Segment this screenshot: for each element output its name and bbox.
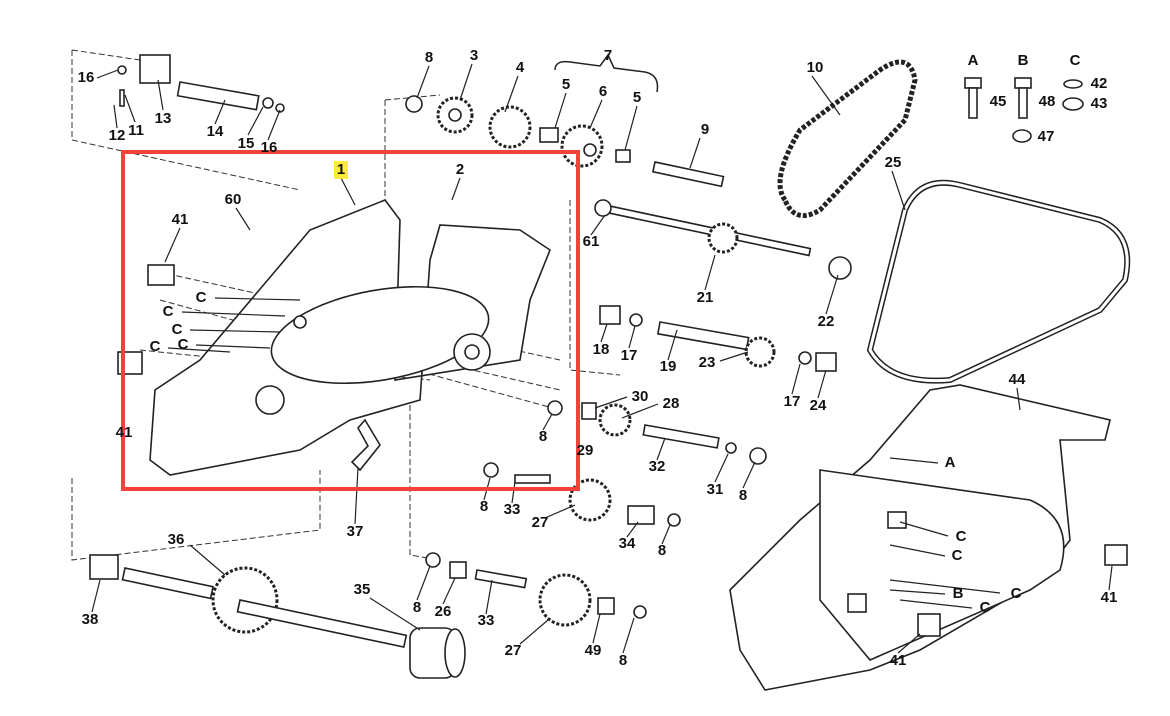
callout-15: 15 bbox=[238, 135, 255, 152]
callout-31: 31 bbox=[707, 481, 724, 498]
callout-C5: C bbox=[150, 338, 161, 355]
callout-38: 38 bbox=[82, 611, 99, 628]
callout-18: 18 bbox=[593, 341, 610, 358]
callout-48: 48 bbox=[1039, 93, 1056, 110]
callout-33: 33 bbox=[504, 501, 521, 518]
chain bbox=[777, 59, 918, 219]
callout-22: 22 bbox=[818, 313, 835, 330]
right-housing bbox=[729, 384, 1128, 691]
callout-8e: 8 bbox=[658, 542, 666, 559]
callout-B2: B bbox=[953, 585, 964, 602]
callout-1: 1 bbox=[337, 161, 345, 178]
callout-41b: 41 bbox=[116, 424, 133, 441]
callout-17: 17 bbox=[621, 347, 638, 364]
callout-3: 3 bbox=[470, 47, 478, 64]
callout-21: 21 bbox=[697, 289, 714, 306]
callout-10: 10 bbox=[807, 59, 824, 76]
callout-29: 29 bbox=[577, 442, 594, 459]
callout-41: 41 bbox=[172, 211, 189, 228]
leader-lines bbox=[91, 63, 1113, 654]
callout-49: 49 bbox=[585, 642, 602, 659]
callout-8g: 8 bbox=[619, 652, 627, 669]
callout-8c: 8 bbox=[739, 487, 747, 504]
callout-33b: 33 bbox=[478, 612, 495, 629]
callout-16b: 16 bbox=[261, 139, 278, 156]
callout-11: 11 bbox=[128, 122, 144, 139]
callout-B: B bbox=[1018, 52, 1029, 69]
part-1-highlight bbox=[334, 161, 348, 179]
callout-A2: A bbox=[945, 454, 956, 471]
upper-gear-train bbox=[405, 53, 852, 280]
callout-2: 2 bbox=[456, 161, 464, 178]
callout-37: 37 bbox=[347, 523, 364, 540]
callout-C2: C bbox=[163, 303, 174, 320]
callout-43: 43 bbox=[1091, 95, 1108, 112]
callout-45: 45 bbox=[990, 93, 1007, 110]
callout-41d: 41 bbox=[890, 652, 907, 669]
callout-44: 44 bbox=[1009, 371, 1026, 388]
callout-5b: 5 bbox=[633, 89, 641, 106]
callout-C4: C bbox=[178, 336, 189, 353]
callout-5: 5 bbox=[562, 76, 570, 93]
callout-30: 30 bbox=[632, 388, 649, 405]
callout-C7: C bbox=[952, 547, 963, 564]
callout-C1: C bbox=[196, 289, 207, 306]
callout-C9: C bbox=[980, 599, 991, 616]
callout-36: 36 bbox=[168, 531, 185, 548]
callout-23: 23 bbox=[699, 354, 716, 371]
shifter-assembly bbox=[117, 54, 285, 113]
callout-8d: 8 bbox=[480, 498, 488, 515]
callout-A: A bbox=[968, 52, 979, 69]
callout-28: 28 bbox=[663, 395, 680, 412]
callout-C3: C bbox=[172, 321, 183, 338]
left-housing bbox=[117, 199, 551, 476]
callout-12: 12 bbox=[109, 127, 126, 144]
callout-60: 60 bbox=[225, 191, 242, 208]
callout-27b: 27 bbox=[505, 642, 522, 659]
direction-arrows bbox=[167, 297, 1001, 609]
callout-8f: 8 bbox=[413, 599, 421, 616]
callout-13: 13 bbox=[155, 110, 172, 127]
callout-labels: 16 13 11 12 14 15 16 8 3 4 5 7 6 5 9 10 … bbox=[78, 47, 1118, 669]
callout-C8: C bbox=[1011, 585, 1022, 602]
callout-14: 14 bbox=[207, 123, 224, 140]
gasket bbox=[866, 179, 1131, 384]
callout-C: C bbox=[1070, 52, 1081, 69]
callout-27: 27 bbox=[532, 514, 549, 531]
callout-26: 26 bbox=[435, 603, 452, 620]
callout-4: 4 bbox=[516, 59, 525, 76]
callout-6: 6 bbox=[599, 83, 607, 100]
callout-41c: 41 bbox=[1101, 589, 1118, 606]
hardware-legend bbox=[964, 77, 1084, 143]
callout-C6: C bbox=[956, 528, 967, 545]
callout-8: 8 bbox=[425, 49, 433, 66]
highlight-box bbox=[121, 150, 580, 491]
callout-42: 42 bbox=[1091, 75, 1108, 92]
callout-8b: 8 bbox=[539, 428, 547, 445]
callout-47: 47 bbox=[1038, 128, 1055, 145]
callout-9: 9 bbox=[701, 121, 709, 138]
callout-19: 19 bbox=[660, 358, 677, 375]
callout-34: 34 bbox=[619, 535, 636, 552]
callout-7: 7 bbox=[604, 47, 612, 64]
callout-35: 35 bbox=[354, 581, 371, 598]
callout-25: 25 bbox=[885, 154, 902, 171]
callout-17b: 17 bbox=[784, 393, 801, 410]
callout-16: 16 bbox=[78, 69, 95, 86]
callout-32: 32 bbox=[649, 458, 666, 475]
callout-61: 61 bbox=[583, 233, 600, 250]
callout-24: 24 bbox=[810, 397, 827, 414]
bottom-assembly bbox=[89, 552, 647, 679]
middle-gear-train bbox=[483, 305, 837, 527]
